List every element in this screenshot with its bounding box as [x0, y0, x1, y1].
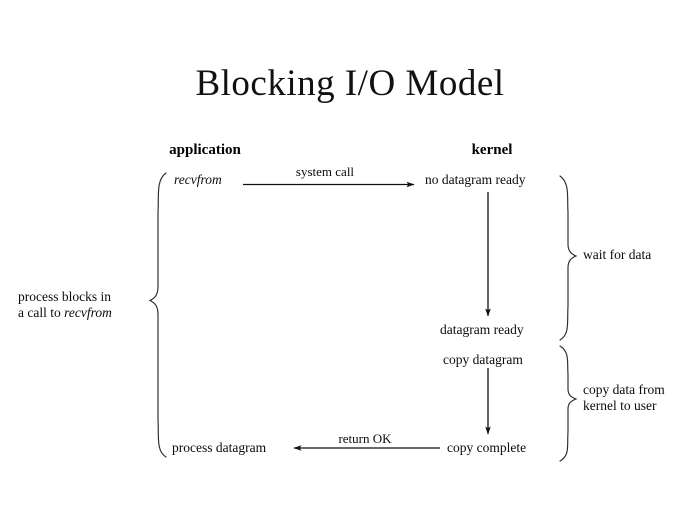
node-no-datagram-ready: no datagram ready	[425, 172, 526, 187]
annotation-copy-data-line1: copy data from	[583, 382, 665, 397]
annotation-process-blocks-recvfrom: recvfrom	[64, 305, 112, 320]
brace-copy-data	[559, 345, 578, 462]
node-datagram-ready: datagram ready	[440, 322, 524, 337]
node-process-datagram: process datagram	[172, 440, 267, 455]
node-copy-complete: copy complete	[447, 440, 527, 455]
annotation-process-blocks-line1: process blocks in	[18, 289, 111, 304]
annotation-process-blocks-line2: a call to recvfrom	[18, 305, 112, 321]
node-copy-datagram: copy datagram	[443, 352, 523, 367]
node-recvfrom: recvfrom	[174, 172, 222, 187]
column-header-kernel: kernel	[471, 142, 513, 158]
annotation-wait-for-data: wait for data	[583, 247, 652, 262]
brace-wait-for-data	[559, 175, 578, 341]
annotation-process-blocks-prefix: a call to	[18, 305, 65, 320]
brace-process-blocks	[148, 172, 167, 458]
annotation-process-blocks: process blocks in a call to recvfrom	[18, 289, 112, 321]
page-title: Blocking I/O Model	[195, 63, 505, 104]
annotation-copy-data-line2: kernel to user	[583, 398, 657, 413]
arrow-label-system-call: system call	[295, 164, 355, 179]
arrow-label-return-ok: return OK	[338, 431, 392, 446]
annotation-copy-data: copy data from kernel to user	[583, 382, 665, 414]
column-header-application: application	[169, 142, 241, 158]
